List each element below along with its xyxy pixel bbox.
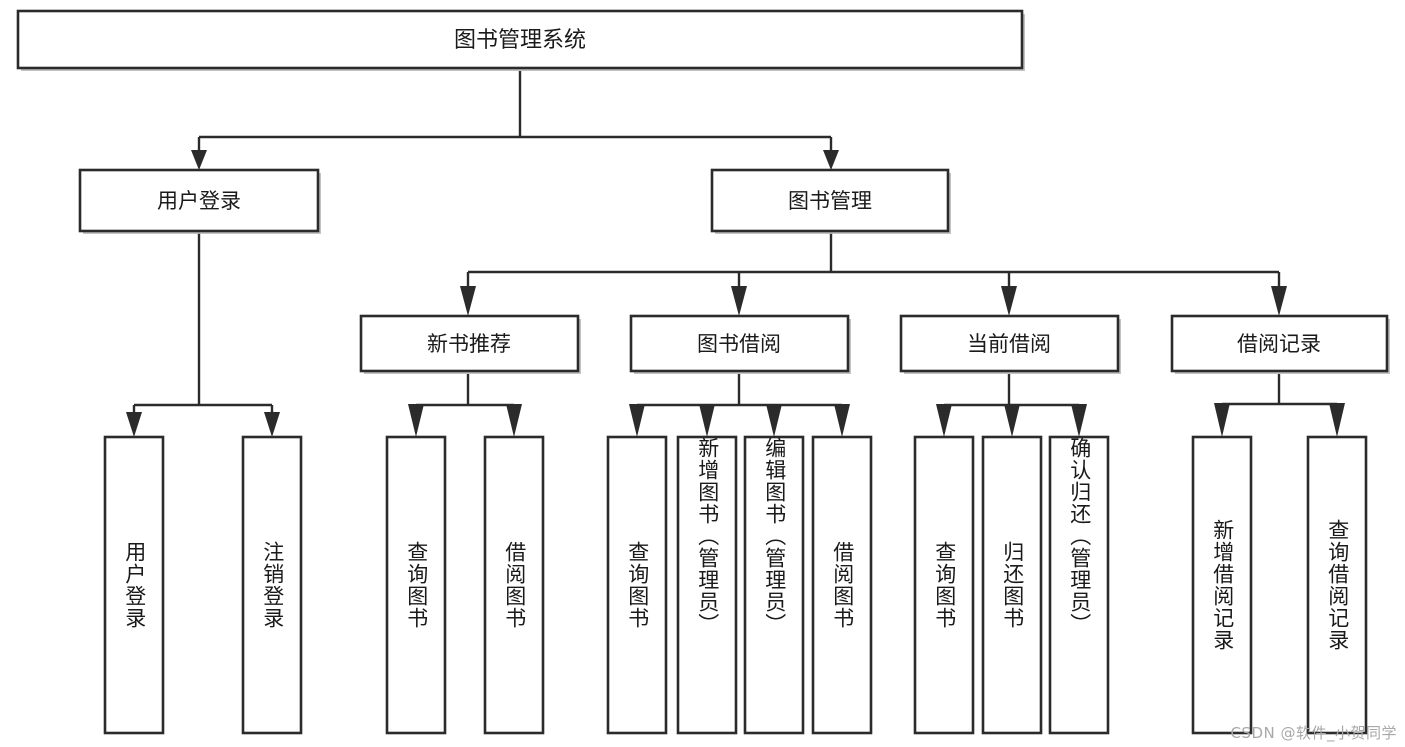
- node-root-box[interactable]: [16, 9, 1024, 70]
- node-user-login-box[interactable]: [78, 168, 320, 233]
- arrow-bookmgmt-to-record: [1271, 286, 1287, 316]
- node-root-label: 图书管理系统: [454, 28, 586, 53]
- arrow-bookborrow-leaf-2: [699, 404, 715, 437]
- node-book-borrow-box[interactable]: [629, 314, 850, 373]
- node-root[interactable]: 图书管理系统: [16, 9, 1025, 71]
- leaf-box-current-borrow-2[interactable]: [981, 435, 1043, 735]
- leaf-boxes-layer: [103, 435, 1368, 735]
- arrow-borrowrecord-leaf-1: [1214, 403, 1230, 437]
- arrow-currentborrow-leaf-2: [1004, 404, 1020, 437]
- arrow-borrowrecord-leaf-2: [1329, 403, 1345, 437]
- node-user-login[interactable]: 用户登录: [78, 168, 321, 234]
- node-new-book-recommend[interactable]: 新书推荐: [359, 314, 581, 374]
- arrow-bookborrow-leaf-4: [834, 404, 850, 437]
- arrow-bookborrow-leaf-1: [629, 404, 645, 437]
- arrow-currentborrow-leaf-1: [936, 404, 952, 437]
- node-user-login-label: 用户登录: [157, 189, 241, 213]
- node-new-book-recommend-box[interactable]: [359, 314, 580, 373]
- node-borrow-record[interactable]: 借阅记录: [1170, 314, 1390, 374]
- csdn-watermark: CSDN @软件_小贺同学: [1230, 724, 1397, 742]
- leaf-box-book-borrow-3[interactable]: [743, 435, 805, 735]
- leaf-box-user-login-1[interactable]: [103, 435, 165, 735]
- arrow-root-to-user-login: [191, 150, 207, 170]
- arrow-newbook-leaf-2: [506, 404, 522, 437]
- connectors-layer: [126, 71, 1345, 437]
- arrow-bookborrow-leaf-3: [766, 404, 782, 437]
- node-current-borrow-box[interactable]: [899, 314, 1120, 373]
- node-new-book-recommend-label: 新书推荐: [427, 332, 511, 356]
- node-book-borrow[interactable]: 图书借阅: [629, 314, 851, 374]
- node-book-management-box[interactable]: [710, 168, 950, 233]
- leaf-box-user-login-2[interactable]: [241, 435, 303, 735]
- node-borrow-record-label: 借阅记录: [1237, 332, 1321, 356]
- leaf-box-current-borrow-1[interactable]: [913, 435, 975, 735]
- node-current-borrow[interactable]: 当前借阅: [899, 314, 1121, 374]
- arrow-currentborrow-leaf-3: [1071, 404, 1087, 437]
- arrow-newbook-leaf-1: [408, 404, 424, 437]
- node-book-management-label: 图书管理: [788, 189, 872, 213]
- arrow-bookmgmt-to-borrow: [731, 286, 747, 316]
- leaf-box-borrow-record-1[interactable]: [1191, 435, 1253, 735]
- arrow-userlogin-leaf-1: [126, 412, 142, 437]
- leaf-box-book-borrow-1[interactable]: [606, 435, 668, 735]
- leaf-box-new-book-2[interactable]: [483, 435, 545, 735]
- node-current-borrow-label: 当前借阅: [967, 332, 1051, 356]
- arrow-userlogin-leaf-2: [264, 412, 280, 437]
- arrow-root-to-book-mgmt: [823, 150, 839, 170]
- arrow-bookmgmt-to-new: [460, 286, 476, 316]
- leaf-box-book-borrow-2[interactable]: [676, 435, 738, 735]
- node-book-borrow-label: 图书借阅: [697, 332, 781, 356]
- arrow-bookmgmt-to-current: [1001, 286, 1017, 316]
- node-borrow-record-box[interactable]: [1170, 314, 1389, 373]
- leaf-box-borrow-record-2[interactable]: [1306, 435, 1368, 735]
- leaf-box-book-borrow-4[interactable]: [811, 435, 873, 735]
- leaf-box-current-borrow-3[interactable]: [1048, 435, 1110, 735]
- leaf-box-new-book-1[interactable]: [385, 435, 447, 735]
- node-book-management[interactable]: 图书管理: [710, 168, 951, 234]
